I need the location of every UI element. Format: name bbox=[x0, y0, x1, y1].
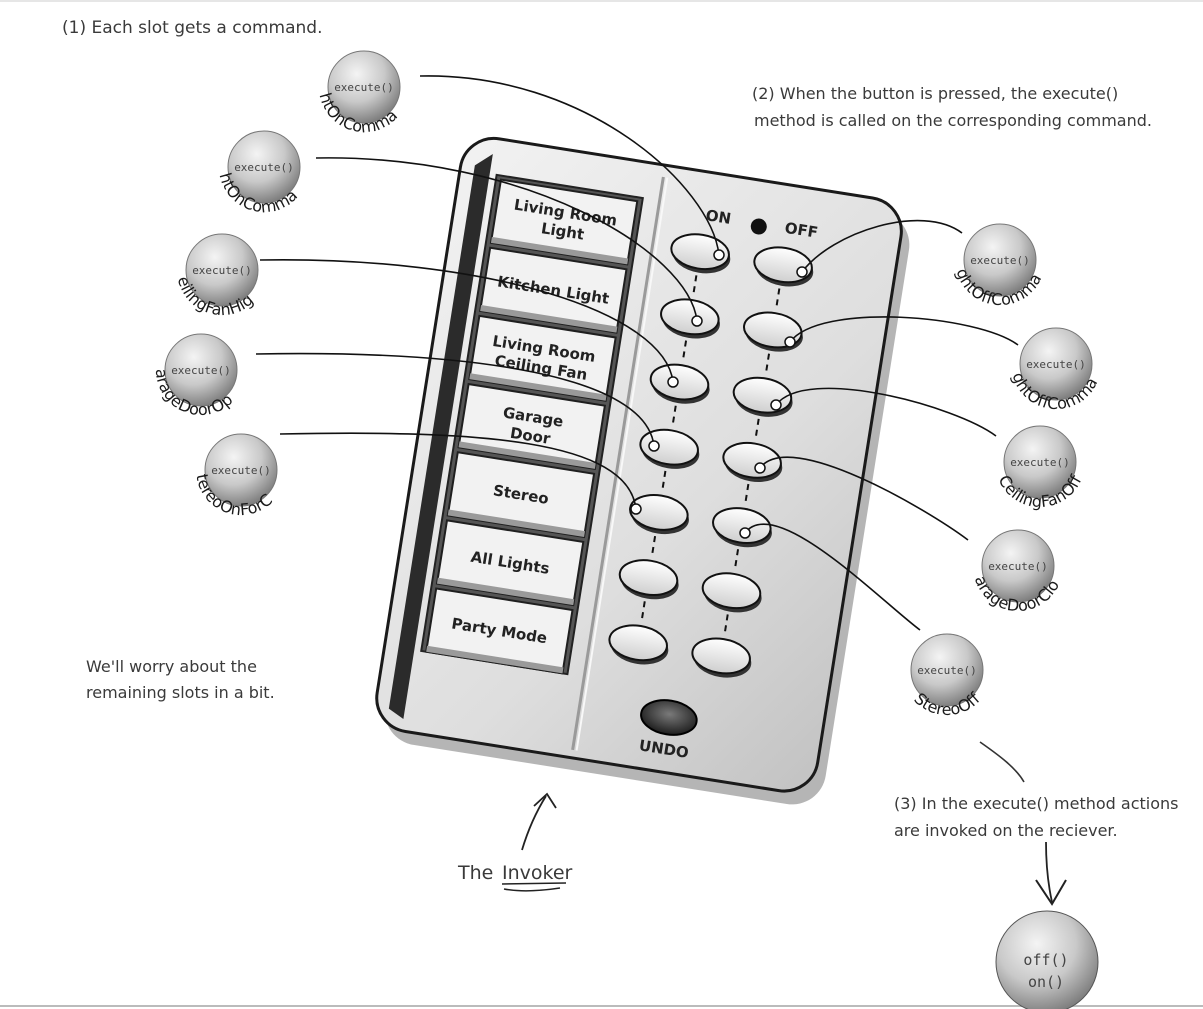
off-label: OFF bbox=[784, 219, 820, 242]
on-wire bbox=[419, 75, 720, 256]
step2-note-line2: method is called on the corresponding co… bbox=[754, 111, 1152, 130]
off-wire-endpoint bbox=[770, 399, 782, 411]
slot-label-plate: Party Mode bbox=[425, 587, 574, 675]
status-led bbox=[750, 218, 767, 235]
slot-label-plate: All Lights bbox=[435, 519, 585, 607]
off-wire bbox=[759, 456, 969, 541]
on-wire bbox=[255, 352, 655, 447]
invoker-underline bbox=[501, 882, 567, 885]
on-button-slot-5[interactable] bbox=[628, 491, 691, 534]
off-wire-endpoint bbox=[739, 527, 751, 539]
step3-note-line2: are invoked on the reciever. bbox=[894, 821, 1118, 840]
invoker-underline-swoosh bbox=[503, 887, 561, 892]
remaining-note-line2: remaining slots in a bit. bbox=[86, 683, 275, 702]
step1-note: (1) Each slot gets a command. bbox=[62, 18, 322, 38]
execute-method-label: execute() bbox=[211, 464, 271, 477]
execute-method-label: execute() bbox=[334, 81, 394, 94]
invoker-arrow bbox=[521, 795, 547, 851]
receiver-method-on: on() bbox=[1028, 973, 1064, 991]
off-wire bbox=[744, 523, 921, 631]
off-button-slot-7[interactable] bbox=[690, 635, 753, 678]
on-wire bbox=[259, 259, 674, 383]
on-button-slot-3[interactable] bbox=[648, 361, 711, 404]
stereo-off-arrow-line bbox=[979, 741, 1025, 783]
receiver-arrow bbox=[1045, 841, 1053, 903]
invoker-arrowhead bbox=[533, 792, 557, 809]
invoker-prefix: The bbox=[457, 862, 493, 884]
remaining-note-line1: We'll worry about the bbox=[86, 657, 257, 676]
undo-button[interactable] bbox=[639, 696, 700, 738]
off-button-slot-4[interactable] bbox=[721, 439, 784, 482]
on-wire-endpoint bbox=[691, 315, 703, 327]
on-label: ON bbox=[705, 206, 733, 228]
execute-method-label: execute() bbox=[1010, 456, 1070, 469]
execute-method-label: execute() bbox=[988, 560, 1048, 573]
on-wire-endpoint bbox=[648, 440, 660, 452]
off-wire bbox=[775, 387, 997, 437]
on-button-slot-6[interactable] bbox=[617, 556, 680, 599]
on-wire-endpoint bbox=[630, 503, 642, 515]
invoker-word: Invoker bbox=[502, 862, 573, 884]
off-button-slot-5[interactable] bbox=[711, 504, 774, 547]
on-wire-endpoint bbox=[667, 376, 679, 388]
execute-method-label: execute() bbox=[171, 364, 231, 377]
off-command-3: execute()CeilingFanOff bbox=[995, 425, 1086, 511]
off-wire bbox=[801, 219, 963, 273]
execute-method-label: execute() bbox=[192, 264, 252, 277]
receiver-object: off() on() bbox=[995, 910, 1099, 1009]
step3-note-line1: (3) In the execute() method actions bbox=[894, 794, 1179, 813]
receiver-arrowhead bbox=[1035, 879, 1067, 906]
off-command-5: execute()StereoOff bbox=[910, 633, 984, 719]
on-wire bbox=[315, 157, 698, 322]
step2-note-line1: (2) When the button is pressed, the exec… bbox=[752, 84, 1118, 103]
off-wire-endpoint bbox=[784, 336, 796, 348]
on-wire bbox=[279, 432, 637, 510]
command-wires bbox=[255, 75, 1019, 631]
on-button-slot-7[interactable] bbox=[607, 621, 670, 664]
on-wire-endpoint bbox=[713, 249, 725, 261]
receiver-method-off: off() bbox=[1023, 951, 1068, 969]
on-button-slot-2[interactable] bbox=[659, 296, 722, 339]
off-wire-endpoint bbox=[754, 462, 766, 474]
on-command-objects: execute()LightOnCommandexecute()LightOnC… bbox=[0, 0, 401, 519]
on-button-slot-1[interactable] bbox=[669, 230, 732, 273]
on-command-3: execute()CeilingFanHigh bbox=[0, 0, 259, 319]
on-button-slot-4[interactable] bbox=[638, 426, 701, 469]
execute-method-label: execute() bbox=[917, 664, 977, 677]
slot-label-plate: Stereo bbox=[446, 451, 596, 539]
execute-method-label: execute() bbox=[970, 254, 1030, 267]
execute-method-label: execute() bbox=[1026, 358, 1086, 371]
off-wire bbox=[789, 316, 1019, 346]
off-wire-endpoint bbox=[796, 266, 808, 278]
off-button-slot-6[interactable] bbox=[700, 569, 763, 612]
slot-label-plate: Kitchen Light bbox=[479, 246, 628, 334]
on-command-4: execute()GarageDoorOpen bbox=[0, 0, 238, 419]
execute-method-label: execute() bbox=[234, 161, 294, 174]
